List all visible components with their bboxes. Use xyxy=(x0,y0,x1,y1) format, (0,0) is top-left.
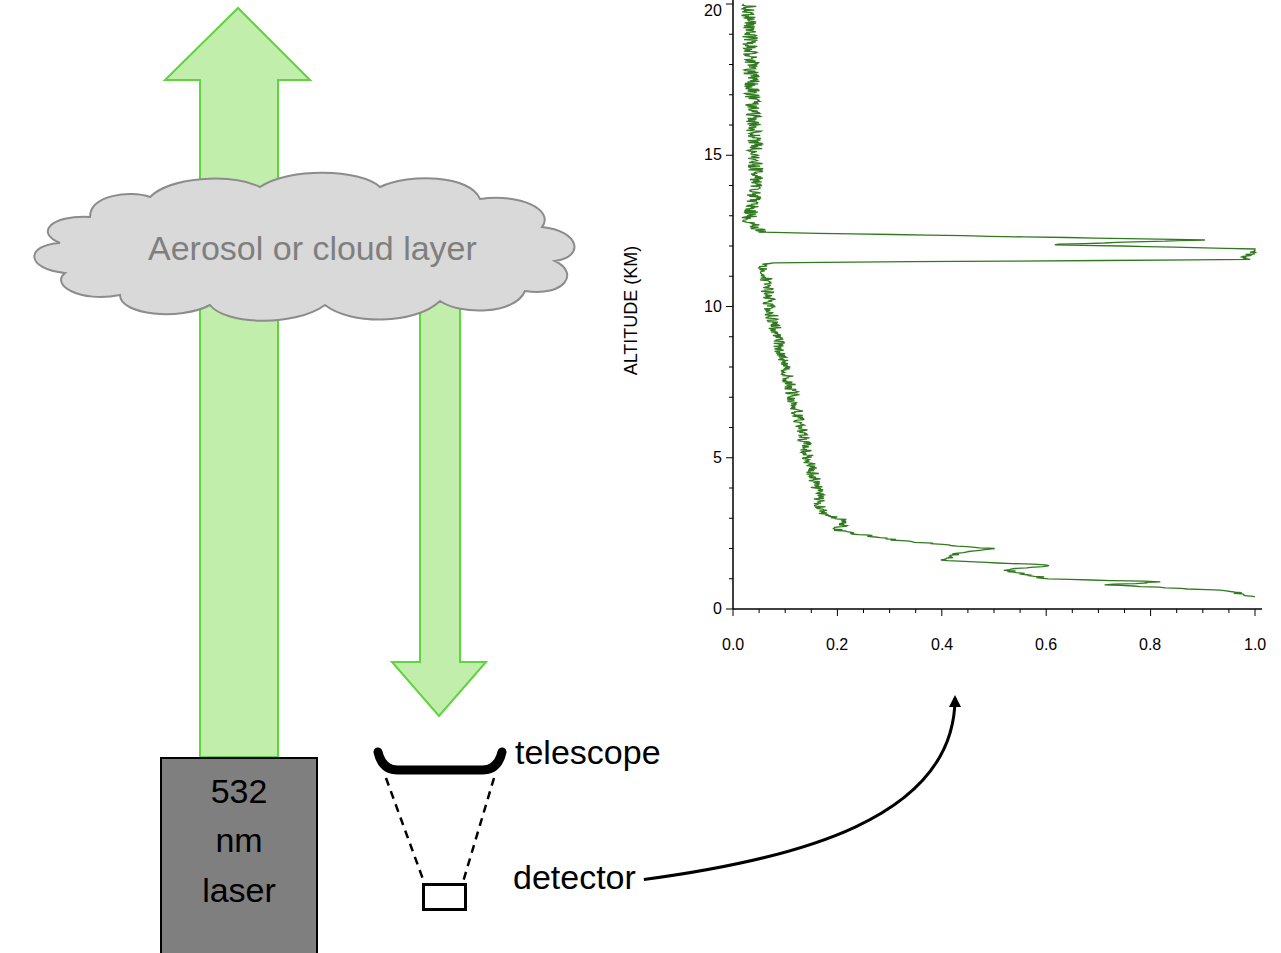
lidar-profile-plot: ALTITUDE (KM) 0 5 10 15 20 0.0 0.2 0.4 0.6 0.8 1.0 xyxy=(600,0,1281,690)
part-label: telescope xyxy=(515,733,661,772)
axis-ticks xyxy=(726,4,1255,616)
y-tick-label: 10 xyxy=(704,298,722,316)
x-tick-label: 0.6 xyxy=(1035,636,1057,654)
cloud-layer: Aerosol or cloud layer xyxy=(20,165,595,330)
laser-box: 532 nm laser xyxy=(160,757,318,953)
detector-label: detector xyxy=(513,858,636,897)
outgoing-beam xyxy=(165,8,310,757)
x-tick-label: 0.8 xyxy=(1139,636,1161,654)
x-tick-label: 0.0 xyxy=(722,636,744,654)
x-axis xyxy=(733,608,1262,610)
x-tick-label: 0.2 xyxy=(826,636,848,654)
return-beam xyxy=(392,290,486,716)
y-tick-label: 15 xyxy=(704,146,722,164)
y-tick-label: 0 xyxy=(713,600,722,618)
signal-arrow xyxy=(644,698,955,880)
light-cone xyxy=(463,778,494,882)
y-tick-label: 5 xyxy=(713,449,722,467)
x-tick-label: 0.4 xyxy=(931,636,953,654)
detector-box: detector xyxy=(422,883,467,911)
y-axis xyxy=(732,0,734,609)
cloud-label: Aerosol or cloud layer xyxy=(148,229,477,268)
backscatter-profile xyxy=(741,4,1255,597)
y-tick-label: 20 xyxy=(704,2,722,20)
laser-label: 532 nm laser xyxy=(191,767,287,915)
axis-title: ALTITUDE (KM) xyxy=(621,246,642,376)
telescope-mirror xyxy=(378,752,502,770)
light-cone xyxy=(386,778,424,882)
x-tick-label: 1.0 xyxy=(1244,636,1266,654)
